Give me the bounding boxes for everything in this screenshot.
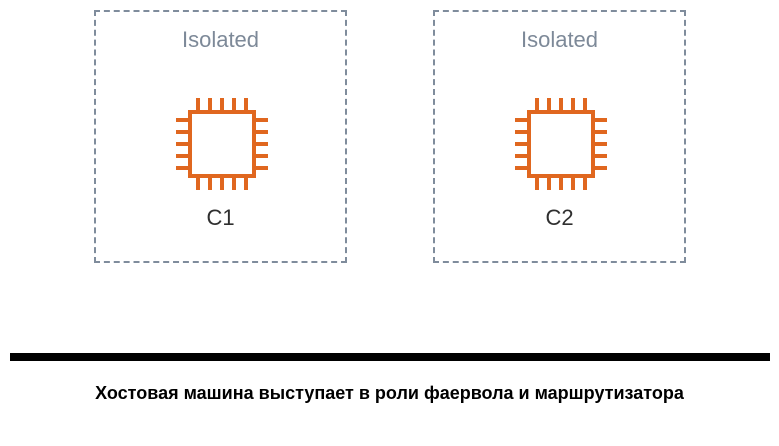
- isolated-container-c2: Isolated: [433, 10, 686, 263]
- isolated-container-c1: Isolated: [94, 10, 347, 263]
- container-name-c1: C1: [206, 205, 235, 230]
- host-caption: Хостовая машина выступает в роли фаервол…: [95, 383, 684, 403]
- cpu-chip-icon: [168, 90, 276, 198]
- host-machine-line: [10, 353, 770, 361]
- isolated-label: Isolated: [520, 27, 599, 52]
- container-name-c2: C2: [545, 205, 574, 230]
- isolated-label: Isolated: [181, 27, 260, 52]
- cpu-chip-icon: [507, 90, 615, 198]
